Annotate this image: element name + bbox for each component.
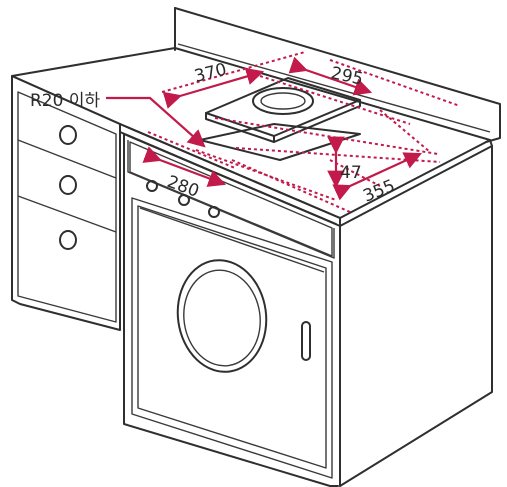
dim-355-label: 355 xyxy=(360,176,398,207)
dim-295-label: 295 xyxy=(329,63,365,89)
cooktop-ring-outer xyxy=(252,87,314,115)
countertop-cutout xyxy=(199,123,361,161)
dimension-arrows xyxy=(142,56,423,201)
dim-47-label: 47 xyxy=(340,163,362,183)
washer-cabinet xyxy=(123,133,339,487)
washing-machine-icon xyxy=(131,197,333,479)
drawer-cabinet xyxy=(11,75,121,331)
radius-leader xyxy=(106,96,206,148)
control-knob-3 xyxy=(208,206,220,218)
cooktop-ring-inner xyxy=(260,92,306,110)
induction-cooktop-icon xyxy=(205,77,361,143)
drawer-knob-1 xyxy=(59,125,77,145)
drawer-knob-3 xyxy=(59,230,77,250)
dim-280-label: 280 xyxy=(164,172,201,202)
radius-note-label: R20 이하 xyxy=(30,91,100,111)
control-knob-2 xyxy=(178,194,190,206)
washer-door xyxy=(176,259,268,373)
end-panel xyxy=(339,145,493,487)
washer-door-inner xyxy=(183,269,261,367)
washer-handle xyxy=(301,321,311,361)
drawer-knob-2 xyxy=(59,175,77,195)
